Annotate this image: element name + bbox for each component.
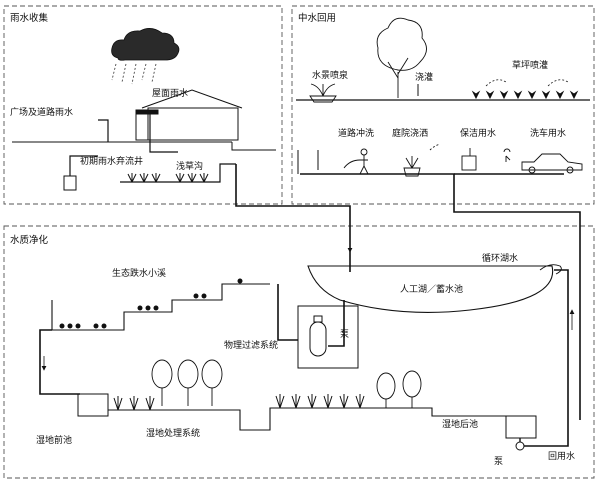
pipe-filter-to-stream xyxy=(277,284,298,341)
reuse-pipe-main xyxy=(300,173,455,204)
label-artificial-lake: 人工湖／蓄水池 xyxy=(400,283,463,295)
label-roof-rain: 屋面雨水 xyxy=(152,87,188,99)
pipe-filter-to-wetland xyxy=(39,329,80,395)
label-road-wash: 道路冲洗 xyxy=(338,127,374,139)
section-title-purify: 水质净化 xyxy=(10,234,49,246)
artificial-lake xyxy=(307,265,554,313)
label-circulation: 循环湖水 xyxy=(482,252,518,264)
label-pump-bottom: 泵 xyxy=(494,456,503,467)
label-lawn-spray: 草坪喷灌 xyxy=(512,59,548,71)
panel-rain-collection xyxy=(3,5,283,205)
label-wetland-back: 湿地后池 xyxy=(442,418,478,430)
lawn-plants xyxy=(471,90,579,100)
section-title-reuse: 中水回用 xyxy=(298,12,336,24)
pipe-pump-to-return xyxy=(524,430,569,447)
house-icon xyxy=(135,89,243,141)
panel-purification xyxy=(3,225,595,479)
label-fountain: 水景喷泉 xyxy=(312,69,348,81)
yard-plant-icon xyxy=(403,143,441,177)
filter-tank-icon xyxy=(309,315,327,357)
cleaning-sink-icon xyxy=(461,148,477,171)
label-yard-spray: 庭院浇洒 xyxy=(392,127,428,139)
well-pipe xyxy=(69,155,98,176)
label-physical-filter: 物理过滤系统 xyxy=(224,339,278,351)
label-initial-rain-well: 初期雨水弃流井 xyxy=(80,155,143,167)
road-wash-worker-icon xyxy=(343,148,369,175)
cloud-icon xyxy=(111,28,180,61)
label-car-wash: 洗车用水 xyxy=(530,127,566,139)
road-drain-pipe xyxy=(98,119,109,142)
rain-drops xyxy=(111,63,157,85)
lawn-sprinkler-arcs xyxy=(485,79,569,87)
circulation-inlet-icon xyxy=(539,264,562,275)
wetland-reeds xyxy=(113,394,365,411)
stream-stones xyxy=(59,278,243,329)
reuse-riser xyxy=(297,150,319,174)
wetland-front-pool xyxy=(77,393,109,417)
ground-step xyxy=(231,142,276,151)
label-square-road-rain: 广场及道路雨水 xyxy=(10,106,73,118)
panel-reuse xyxy=(291,5,595,205)
grass-plants-rain xyxy=(127,173,209,183)
label-grass-ditch: 浅草沟 xyxy=(176,160,203,172)
label-eco-stream: 生态跌水小溪 xyxy=(112,267,166,279)
car-icon xyxy=(503,148,583,174)
grass-ditch xyxy=(120,163,236,183)
eco-stream-cascade xyxy=(51,283,270,331)
bottom-pump-icon xyxy=(515,441,525,451)
label-wetland-front: 湿地前池 xyxy=(36,434,72,446)
wetland-trees xyxy=(151,359,422,408)
label-irrigation: 浇灌 xyxy=(415,71,433,83)
label-cleaning-water: 保洁用水 xyxy=(460,127,496,139)
pipe-circulation xyxy=(554,269,569,430)
fountain-icon xyxy=(309,83,337,103)
initial-rain-well xyxy=(63,175,77,191)
section-title-rain: 雨水收集 xyxy=(10,12,49,24)
pipe-rain-to-lake xyxy=(235,164,351,272)
tree-icon xyxy=(376,17,427,98)
physical-filter-box xyxy=(297,305,359,369)
roof-downpipe xyxy=(149,114,178,153)
pipe-lake-to-reuse xyxy=(453,204,581,420)
wetland-basin xyxy=(108,407,510,431)
pipe-lake-to-filter xyxy=(328,300,345,347)
label-return-water: 回用水 xyxy=(548,450,575,462)
label-wetland-system: 湿地处理系统 xyxy=(146,427,200,439)
wetland-back-pool xyxy=(505,415,537,439)
